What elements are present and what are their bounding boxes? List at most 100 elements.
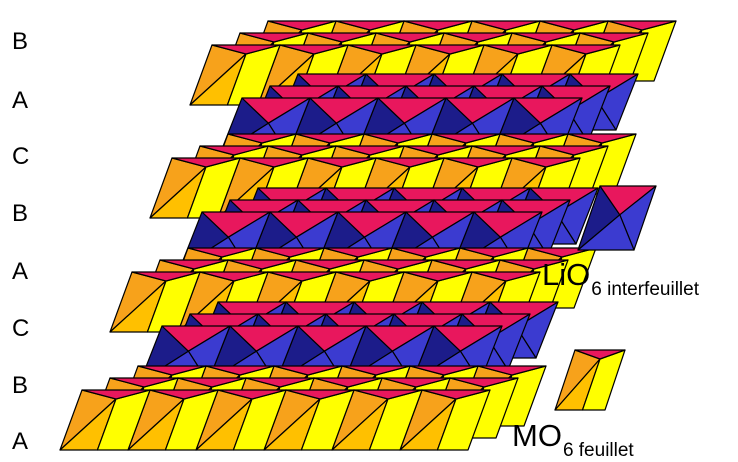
mo6-top-face bbox=[574, 349, 626, 360]
mo6-top-face bbox=[267, 271, 337, 282]
mo6-top-face bbox=[409, 365, 479, 376]
layer-label-b: B bbox=[12, 200, 29, 227]
mo6-top-face bbox=[431, 259, 501, 270]
mo6-top-face bbox=[539, 20, 609, 31]
mo6-top-face bbox=[227, 133, 297, 144]
mo6-top-face bbox=[347, 44, 417, 55]
mo6-top-face bbox=[449, 377, 519, 388]
mo6-top-face bbox=[159, 259, 229, 270]
layer-label-a: A bbox=[12, 428, 29, 455]
mo6-top-face bbox=[171, 157, 241, 168]
mo6-top-face bbox=[205, 365, 275, 376]
mo6-top-face bbox=[511, 157, 581, 168]
mo6-top-face bbox=[403, 20, 473, 31]
mo6-top-face bbox=[255, 247, 325, 258]
legend-mo6-sub: 6 feuillet bbox=[562, 440, 634, 461]
mo6-top-face bbox=[285, 389, 355, 400]
mo6-top-face bbox=[307, 32, 377, 43]
octahedra-stack bbox=[59, 20, 677, 451]
mo6-top-face bbox=[245, 377, 315, 388]
mo6-top-face bbox=[471, 20, 541, 31]
layer-label-a: A bbox=[12, 87, 29, 114]
mo6-top-face bbox=[443, 32, 513, 43]
mo6-top-face bbox=[335, 145, 405, 156]
mo6-octahedron bbox=[127, 389, 219, 451]
mo6-top-face bbox=[443, 157, 513, 168]
mo6-top-face bbox=[239, 157, 309, 168]
mo6-top-face bbox=[313, 377, 383, 388]
mo6-top-face bbox=[217, 389, 287, 400]
mo6-top-face bbox=[539, 145, 609, 156]
legend-lio6-sub: 6 interfeuillet bbox=[591, 279, 699, 300]
mo6-top-face bbox=[267, 145, 337, 156]
layer-label-c: C bbox=[12, 315, 30, 342]
mo6-octahedron bbox=[554, 349, 626, 411]
mo6-top-face bbox=[403, 145, 473, 156]
mo6-top-face bbox=[267, 20, 337, 31]
mo6-top-face bbox=[551, 44, 621, 55]
mo6-top-face bbox=[239, 32, 309, 43]
mo6-top-face bbox=[199, 271, 269, 282]
mo6-top-face bbox=[471, 145, 541, 156]
mo6-top-face bbox=[375, 157, 445, 168]
mo6-top-face bbox=[335, 20, 405, 31]
mo6-octahedron bbox=[263, 389, 355, 451]
mo6-top-face bbox=[391, 247, 461, 258]
mo6-top-face bbox=[211, 44, 281, 55]
mo6-top-face bbox=[177, 377, 247, 388]
mo6-octahedron bbox=[59, 389, 151, 451]
mo6-top-face bbox=[363, 133, 433, 144]
mo6-top-face bbox=[295, 133, 365, 144]
mo6-top-face bbox=[567, 133, 637, 144]
legend-shapes bbox=[554, 185, 657, 411]
mo6-top-face bbox=[307, 157, 377, 168]
mo6-top-face bbox=[415, 44, 485, 55]
mo6-top-face bbox=[341, 365, 411, 376]
mo6-top-face bbox=[477, 365, 547, 376]
mo6-top-face bbox=[375, 32, 445, 43]
mo6-octahedron bbox=[399, 389, 491, 451]
mo6-octahedron bbox=[331, 389, 423, 451]
mo6-top-face bbox=[81, 389, 151, 400]
mo6-top-face bbox=[109, 377, 179, 388]
mo6-top-face bbox=[137, 365, 207, 376]
layer-label-c: C bbox=[12, 143, 30, 170]
mo6-top-face bbox=[471, 271, 541, 282]
mo6-octahedron bbox=[189, 44, 281, 106]
mo6-top-face bbox=[353, 389, 423, 400]
legend-mo6-main: MO bbox=[512, 418, 562, 453]
mo6-octahedron bbox=[149, 157, 241, 219]
mo6-top-face bbox=[279, 44, 349, 55]
layer-label-b: B bbox=[12, 372, 29, 399]
legend-lio6-main: LiO bbox=[542, 257, 591, 292]
lio6-octahedron bbox=[577, 185, 657, 251]
mo6-top-face bbox=[199, 145, 269, 156]
mo6-top-face bbox=[381, 377, 451, 388]
mo6-top-face bbox=[403, 271, 473, 282]
mo6-top-face bbox=[323, 247, 393, 258]
layer-label-a: A bbox=[12, 258, 29, 285]
lio6-front-face bbox=[577, 214, 635, 251]
mo6-top-face bbox=[459, 247, 529, 258]
mo6-top-face bbox=[607, 20, 677, 31]
legend-lio6-label: LiO6 interfeuillet bbox=[542, 257, 699, 301]
mo6-top-face bbox=[483, 44, 553, 55]
mo6-top-face bbox=[363, 259, 433, 270]
mo6-top-face bbox=[131, 271, 201, 282]
mo6-top-face bbox=[431, 133, 501, 144]
mo6-top-face bbox=[295, 259, 365, 270]
mo6-top-face bbox=[187, 247, 257, 258]
mo6-top-face bbox=[273, 365, 343, 376]
mo6-top-face bbox=[499, 259, 569, 270]
mo6-top-face bbox=[149, 389, 219, 400]
mo6-top-face bbox=[421, 389, 491, 400]
mo6-top-face bbox=[227, 259, 297, 270]
mo6-top-face bbox=[335, 271, 405, 282]
mo6-octahedron bbox=[109, 271, 201, 333]
mo6-top-face bbox=[499, 133, 569, 144]
legend-mo6-label: MO6 feuillet bbox=[512, 418, 634, 462]
layer-label-b: B bbox=[12, 28, 29, 55]
mo6-top-face bbox=[511, 32, 581, 43]
mo6-top-face bbox=[579, 32, 649, 43]
